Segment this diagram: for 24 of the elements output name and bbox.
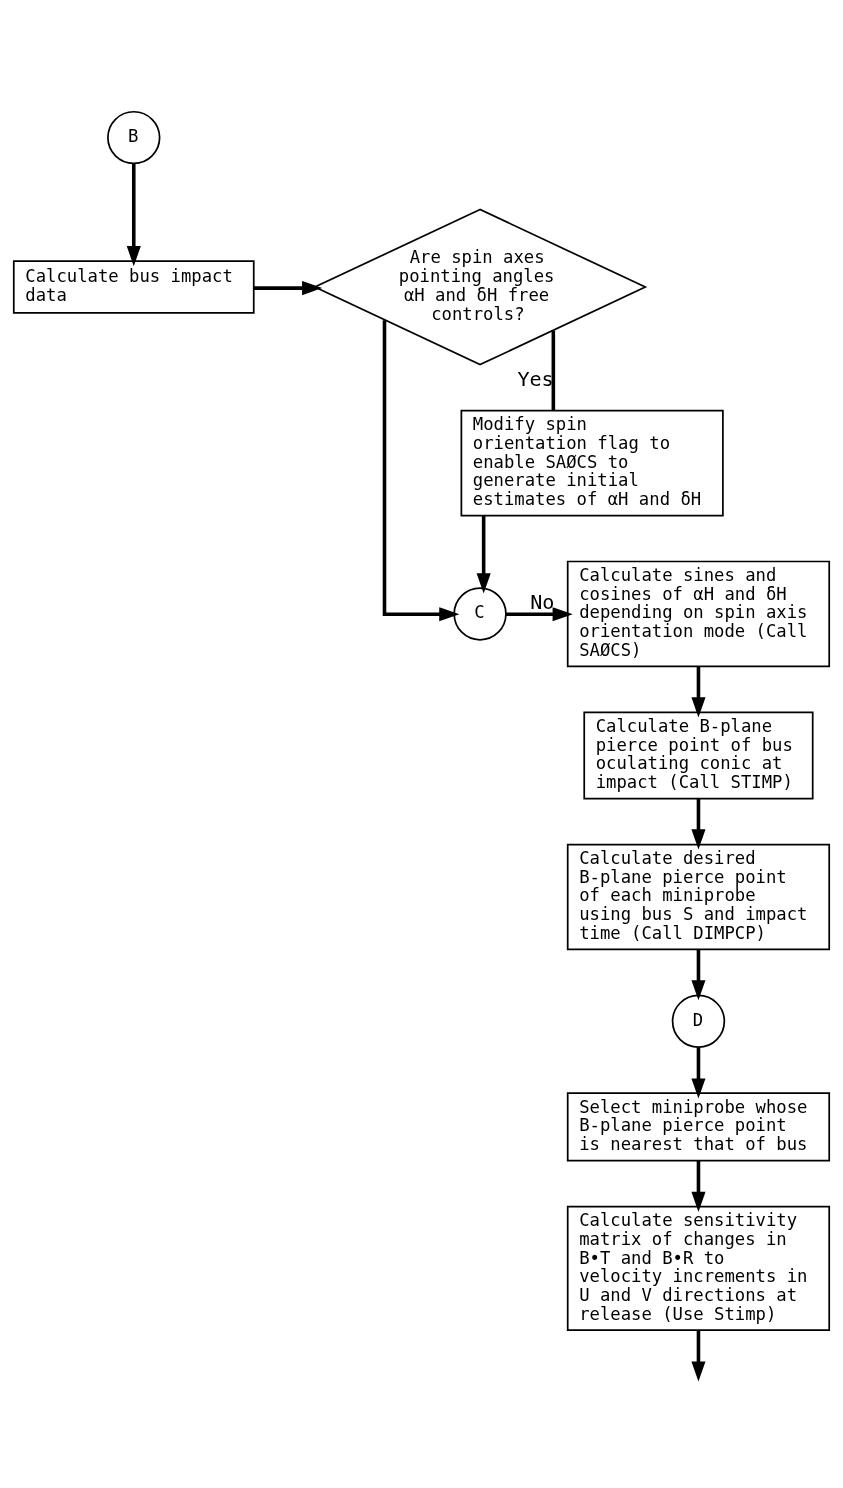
arrow — [253, 280, 323, 295]
node-box: Select miniprobe whose B-plane pierce point is nearest that of bus — [566, 1091, 831, 1162]
arrow — [126, 163, 141, 266]
arrow — [476, 515, 491, 594]
node-circle: D — [671, 994, 726, 1048]
connector — [551, 330, 556, 410]
edge-label: No — [530, 589, 555, 614]
node-box: Calculate B-plane pierce point of bus oculating conic at impact (Call STIMP) — [583, 711, 814, 799]
arrow — [505, 606, 573, 621]
arrow — [691, 1330, 706, 1382]
arrow — [691, 1046, 706, 1099]
arrow — [691, 666, 706, 717]
edge-label: Yes — [517, 366, 554, 391]
node-box: Calculate sensitivity matrix of changes in B•T and B•R to velocity increments in U and V directions at release (Use Stimp) — [566, 1205, 831, 1331]
node-circle: C — [453, 586, 507, 641]
arrow — [691, 949, 706, 1000]
node-box: Calculate sines and cosines of αH and δH depending on spin axis orientation mode (Call SAØCS) — [566, 560, 831, 667]
node-circle: B — [107, 110, 161, 164]
arrow — [691, 798, 706, 849]
node-box: Calculate bus impact data — [12, 259, 255, 314]
node-box: Calculate desired B-plane pierce point of each miniprobe using bus S and impact time (Call DIMPCP) — [566, 843, 831, 950]
arrow — [382, 319, 460, 621]
node-box: Modify spin orientation flag to enable SAØCS to generate initial estimates of αH and δH — [460, 409, 724, 516]
arrow — [691, 1160, 706, 1212]
